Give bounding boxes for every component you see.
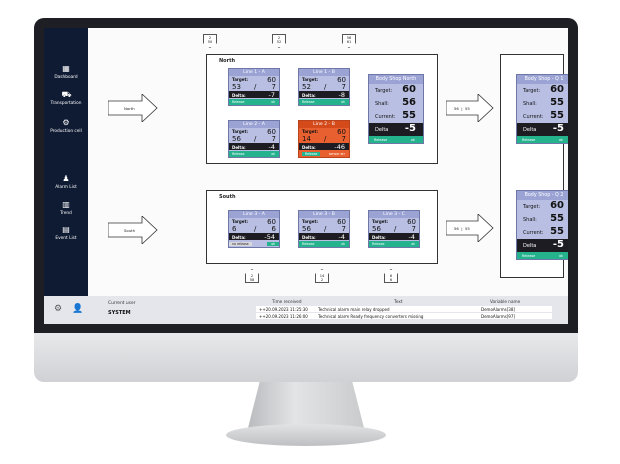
sidebar: ▦ Dashboard ⛟ Transportation ⚙ Productio… bbox=[44, 28, 88, 296]
line-card-1a[interactable]: Line 1 - A Target:60 53/7 Delta:-7 Relea… bbox=[228, 68, 280, 106]
sidebar-item-event-list[interactable]: ▤ Event List bbox=[55, 225, 77, 241]
south-input-arrow[interactable] bbox=[108, 216, 158, 244]
sidebar-item-dashboard[interactable]: ▦ Dashboard bbox=[54, 64, 78, 80]
dashboard-icon: ▦ bbox=[62, 64, 70, 73]
south-output-values: 56 | 55 bbox=[454, 226, 470, 231]
south-output-arrow[interactable] bbox=[446, 214, 494, 242]
sidebar-item-alarm-list[interactable]: ♟ Alarm List bbox=[55, 174, 77, 190]
monitor-stand bbox=[248, 382, 364, 428]
card-title: Line 2 - A bbox=[229, 121, 279, 128]
car-icon: ⛟ bbox=[61, 90, 72, 99]
north-output-arrow[interactable] bbox=[446, 94, 494, 122]
line-card-1b[interactable]: Line 1 - B Target:60 52/7 Delta:-8 Relea… bbox=[298, 68, 350, 106]
table-row[interactable]: ++20.09.2023 11:26:00 Technical alarm Re… bbox=[256, 313, 552, 319]
current-user-label: Current user bbox=[108, 301, 136, 306]
body-shop-q2-card[interactable]: Body Shop - Q 2 Target:60 Shall:55 Curre… bbox=[516, 190, 568, 260]
north-output-values: 56 | 55 bbox=[454, 106, 470, 111]
column-variable-name[interactable]: Variable name bbox=[490, 299, 521, 304]
line-card-3c[interactable]: Line 3 - C Target:60 56/7 Delta:-4 Relea… bbox=[368, 210, 420, 248]
column-time-received[interactable]: Time received bbox=[272, 299, 302, 304]
north-input-label: North bbox=[124, 106, 135, 111]
north-input-arrow[interactable] bbox=[108, 94, 158, 122]
card-title: Line 3 - B bbox=[299, 211, 349, 218]
card-title: Line 1 - A bbox=[229, 69, 279, 76]
north-group-title: North bbox=[219, 58, 236, 64]
alarm-person-icon: ♟ bbox=[62, 174, 70, 183]
card-title: Body Shop - Q 1 bbox=[517, 75, 568, 84]
line-card-2b[interactable]: Line 2 - B Target:60 14/7 Delta:-46 Rele… bbox=[298, 120, 350, 158]
column-text[interactable]: Text bbox=[394, 299, 403, 304]
card-title: Line 3 - C bbox=[369, 211, 419, 218]
bar-chart-icon: ▥ bbox=[62, 200, 70, 209]
hmi-screen: ▦ Dashboard ⛟ Transportation ⚙ Productio… bbox=[44, 28, 568, 324]
gear-icon[interactable]: ⚙ bbox=[54, 304, 63, 314]
current-user-value: SYSTEM bbox=[108, 310, 131, 316]
alarm-panel: ⚙ 👤 Current user SYSTEM Time received Te… bbox=[44, 296, 568, 324]
body-shop-north-card[interactable]: Body Shop North Target:60 Shall:56 Curre… bbox=[368, 74, 424, 144]
line-card-3a[interactable]: Line 3 - A Target:60 6/6 Delta:-54 no re… bbox=[228, 210, 280, 248]
sidebar-item-production-cell[interactable]: ⚙ Production cell bbox=[50, 118, 82, 134]
card-title: Body Shop North bbox=[369, 75, 423, 84]
table-row[interactable]: ++20.09.2023 11:25:30 Technical alarm ma… bbox=[256, 306, 552, 312]
south-input-label: South bbox=[124, 228, 136, 233]
line-card-3b[interactable]: Line 3 - B Target:60 56/7 Delta:-4 Relea… bbox=[298, 210, 350, 248]
body-shop-q1-card[interactable]: Body Shop - Q 1 Target:60 Shall:55 Curre… bbox=[516, 74, 568, 144]
card-title: Body Shop - Q 2 bbox=[517, 191, 568, 200]
card-title: Line 3 - A bbox=[229, 211, 279, 218]
line-card-2a[interactable]: Line 2 - A Target:60 56/7 Delta:-4 Relea… bbox=[228, 120, 280, 158]
sidebar-item-trend[interactable]: ▥ Trend bbox=[60, 200, 72, 216]
monitor-base bbox=[226, 424, 386, 446]
monitor-chin bbox=[34, 330, 578, 382]
robot-arm-icon: ⚙ bbox=[62, 118, 70, 127]
sidebar-item-transportation[interactable]: ⛟ Transportation bbox=[50, 90, 82, 106]
calendar-icon: ▤ bbox=[62, 225, 70, 234]
user-icon[interactable]: 👤 bbox=[72, 304, 84, 314]
south-group-title: South bbox=[219, 194, 236, 200]
card-title: Line 1 - B bbox=[299, 69, 349, 76]
card-title: Line 2 - B bbox=[299, 121, 349, 128]
